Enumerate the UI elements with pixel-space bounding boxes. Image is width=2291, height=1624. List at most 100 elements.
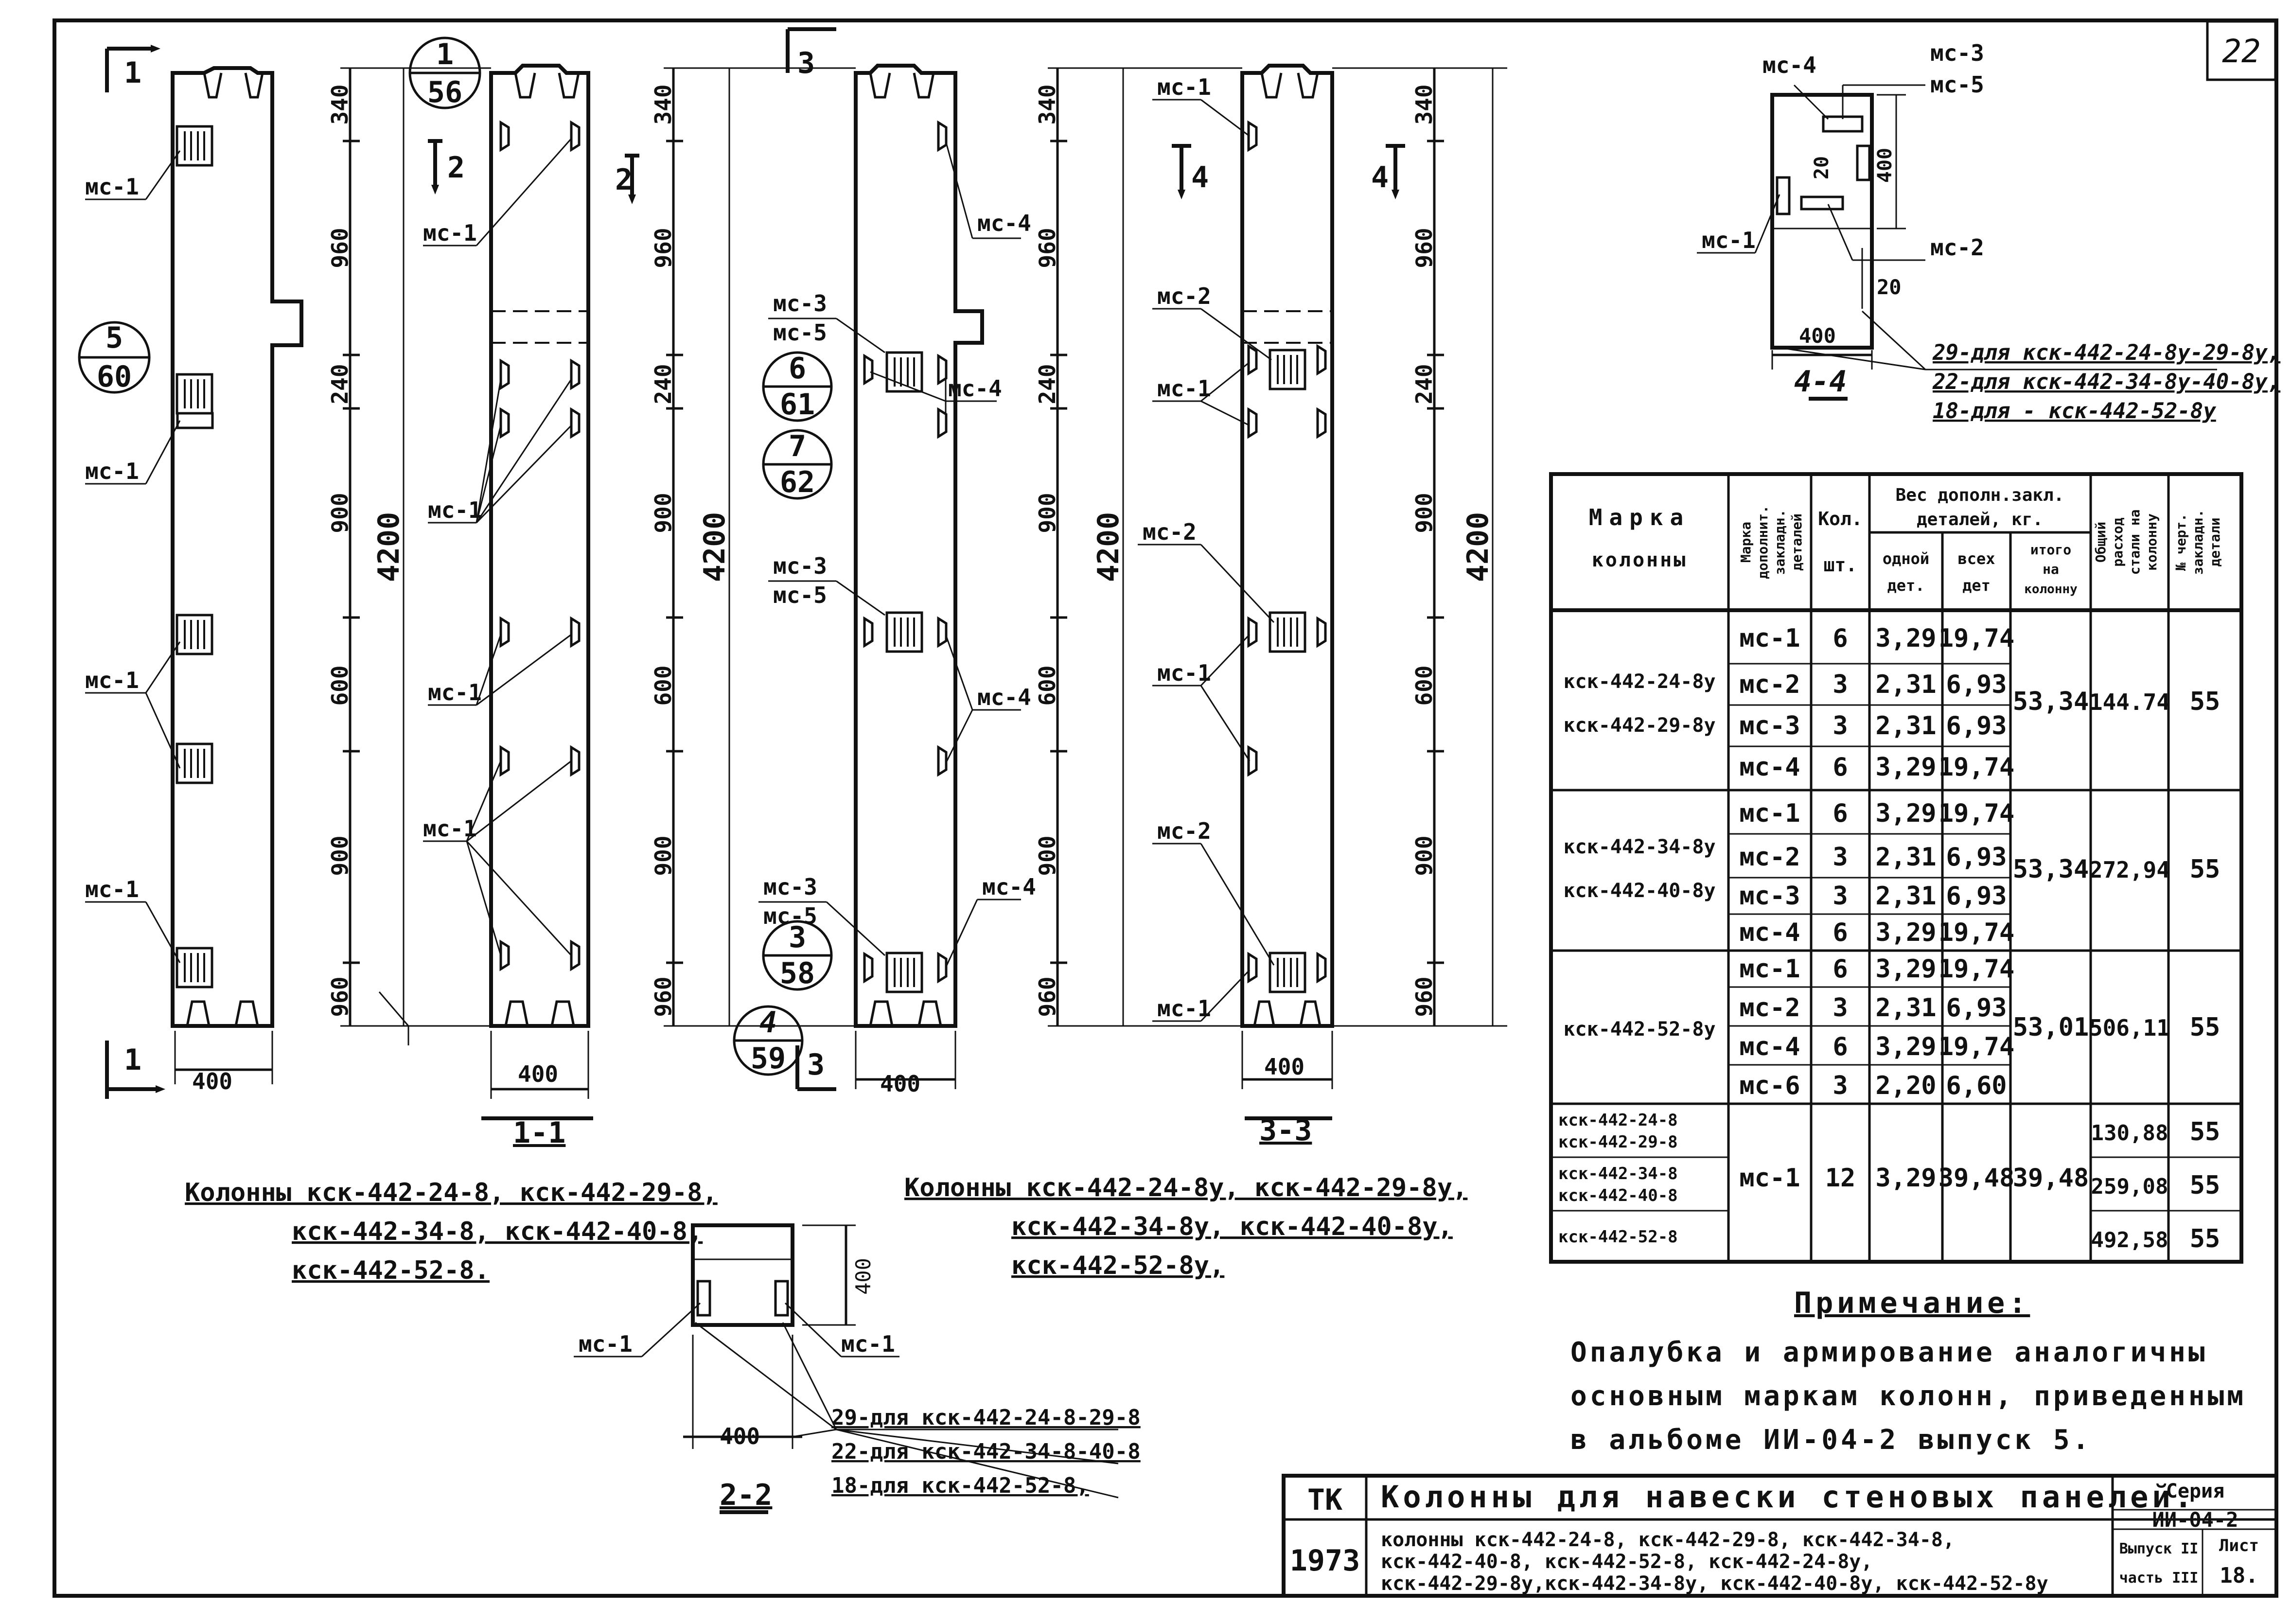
tb-year: 1973 <box>1290 1544 1360 1578</box>
svg-text:Колонны кск-442-24-8у, кск-442: Колонны кск-442-24-8у, кск-442-29-8у, <box>904 1173 1467 1202</box>
ref-circle-1-56: 1 56 <box>378 36 481 1045</box>
weights-table <box>1549 472 2243 1264</box>
svg-text:59: 59 <box>751 1041 786 1076</box>
svg-text:одной: одной <box>1883 549 1929 568</box>
svg-text:стали на: стали на <box>2127 510 2143 575</box>
svg-text:960: 960 <box>327 976 353 1017</box>
svg-text:2,31: 2,31 <box>1875 843 1936 872</box>
title-block <box>1282 1474 2278 1598</box>
section-4-4 <box>1697 84 2217 401</box>
svg-text:6,93: 6,93 <box>1946 882 2007 911</box>
note-block: Примечание: Опалубка и армирование анало… <box>1570 1286 2246 1456</box>
note-title: Примечание: <box>1794 1286 2030 1320</box>
svg-text:кск-442-34-8, кск-442-40-8,: кск-442-34-8, кск-442-40-8, <box>292 1217 703 1246</box>
column-elevation-1 <box>171 66 303 1084</box>
svg-text:3,29: 3,29 <box>1875 918 1936 947</box>
svg-text:53,34: 53,34 <box>2013 855 2089 884</box>
svg-text:кск-442-29-8: кск-442-29-8 <box>1558 1132 1678 1152</box>
svg-text:5: 5 <box>106 321 123 355</box>
section-mark-1: 1 1 <box>105 45 165 1099</box>
svg-text:19,74: 19,74 <box>1939 624 2015 653</box>
svg-text:мс-3: мс-3 <box>1739 711 1800 741</box>
svg-text:мс-4: мс-4 <box>977 684 1031 710</box>
dim-400: 400 <box>880 1071 920 1097</box>
svg-text:колонны: колонны <box>1592 549 1688 571</box>
table-group-2: кск-442-34-8у кск-442-40-8у мс-1 6 3,29 … <box>1563 799 2220 947</box>
svg-text:61: 61 <box>780 388 815 422</box>
leaders-col1: мс-1 мс-1 мс-1 мс-1 <box>85 150 181 963</box>
dim-chain-2 <box>664 67 856 1027</box>
svg-text:мс-1: мс-1 <box>428 497 482 523</box>
svg-text:340: 340 <box>650 84 676 124</box>
svg-text:53,34: 53,34 <box>2013 687 2089 716</box>
svg-text:кск-442-52-8.: кск-442-52-8. <box>292 1256 490 1285</box>
dim-400: 400 <box>720 1423 760 1449</box>
view-label-3-3: 3-3 <box>1259 1113 1312 1147</box>
leaders-col2: мс-3 мс-5 мс-3 мс-5 мс-3 мс-5 мс-4 мс-4 … <box>758 141 1036 968</box>
svg-text:мс-1: мс-1 <box>1739 799 1800 828</box>
svg-text:29-для кск-442-24-8у-29-8у,: 29-для кск-442-24-8у-29-8у, <box>1932 340 2280 365</box>
section-mark-4-left: 4 <box>1172 144 1209 199</box>
svg-text:кск-442-52-8у: кск-442-52-8у <box>1563 1018 1715 1041</box>
svg-text:мс-2: мс-2 <box>1157 283 1211 309</box>
svg-text:мс-5: мс-5 <box>773 319 827 346</box>
view-label-1-1: 1-1 <box>513 1116 565 1150</box>
dim-400: 400 <box>192 1068 232 1094</box>
svg-text:960: 960 <box>650 228 676 268</box>
svg-text:мс-1: мс-1 <box>1739 954 1800 984</box>
dim-texts-2: 340 960 240 900 600 900 960 4200 <box>650 84 732 1017</box>
column-elevation-2 <box>854 64 984 1089</box>
section-2-2 <box>574 1223 1119 1514</box>
label-mc1: мс-1 <box>841 1331 895 1357</box>
svg-text:240: 240 <box>1411 364 1437 404</box>
svg-text:340: 340 <box>1411 84 1437 124</box>
table-group-1: кск-442-24-8у кск-442-29-8у мс-1 6 3,29 … <box>1563 624 2220 782</box>
svg-text:3: 3 <box>1833 670 1848 699</box>
svg-text:детали: детали <box>2207 517 2223 566</box>
svg-text:3: 3 <box>797 46 815 80</box>
svg-text:3,29: 3,29 <box>1875 624 1936 653</box>
svg-text:кск-442-52-8у,: кск-442-52-8у, <box>1011 1251 1224 1280</box>
svg-text:3: 3 <box>1833 1071 1848 1100</box>
svg-text:960: 960 <box>1034 228 1060 268</box>
label-mc1: мс-1 <box>1702 227 1756 253</box>
svg-text:мс-1: мс-1 <box>1157 375 1211 402</box>
svg-text:6: 6 <box>1833 799 1848 828</box>
svg-text:55: 55 <box>2190 855 2221 884</box>
svg-text:29-для кск-442-24-8-29-8: 29-для кск-442-24-8-29-8 <box>831 1405 1141 1430</box>
svg-text:240: 240 <box>1034 364 1060 404</box>
svg-text:900: 900 <box>327 835 353 876</box>
svg-text:6: 6 <box>1833 1032 1848 1061</box>
svg-text:12: 12 <box>1825 1164 1856 1193</box>
label-mc4: мс-4 <box>1762 52 1816 78</box>
svg-text:400: 400 <box>1874 148 1896 183</box>
svg-text:900: 900 <box>1034 493 1060 533</box>
table-plain: кск-442-24-8 кск-442-29-8 кск-442-34-8 к… <box>1558 1111 2220 1253</box>
svg-text:6,93: 6,93 <box>1946 843 2007 872</box>
ref-circle-6-61: 6 61 <box>762 351 833 422</box>
dim-texts-1: 340 960 240 900 600 900 960 4200 <box>327 84 406 1017</box>
svg-text:18-для кск-442-52-8,: 18-для кск-442-52-8, <box>831 1473 1089 1498</box>
svg-text:мс-4: мс-4 <box>1739 918 1800 947</box>
svg-text:Общий: Общий <box>2093 522 2109 563</box>
svg-text:58: 58 <box>780 956 815 990</box>
svg-text:6: 6 <box>1833 918 1848 947</box>
dim-chain-4 <box>1332 67 1507 1027</box>
svg-text:7: 7 <box>789 429 806 463</box>
note-line: Опалубка и армирование аналогичны <box>1570 1337 2208 1368</box>
svg-text:4200: 4200 <box>698 512 732 583</box>
svg-text:240: 240 <box>327 364 353 404</box>
tb-issue: Выпуск II <box>2119 1540 2199 1557</box>
dim-400: 400 <box>1264 1054 1304 1080</box>
section-mark-4-right: 4 <box>1371 144 1405 199</box>
svg-text:19,74: 19,74 <box>1939 1032 2015 1061</box>
svg-text:всех: всех <box>1957 549 1995 568</box>
svg-text:900: 900 <box>1411 493 1437 533</box>
svg-text:4200: 4200 <box>372 512 406 583</box>
svg-text:кск-442-40-8: кск-442-40-8 <box>1558 1186 1678 1205</box>
note-line: основным маркам колонн, приведенным <box>1570 1380 2246 1412</box>
tb-subtitle: кск-442-29-8у,кск-442-34-8у, кск-442-40-… <box>1381 1572 2048 1595</box>
svg-text:колонну: колонну <box>2024 582 2078 597</box>
svg-text:3,29: 3,29 <box>1875 954 1936 984</box>
svg-text:240: 240 <box>650 364 676 404</box>
